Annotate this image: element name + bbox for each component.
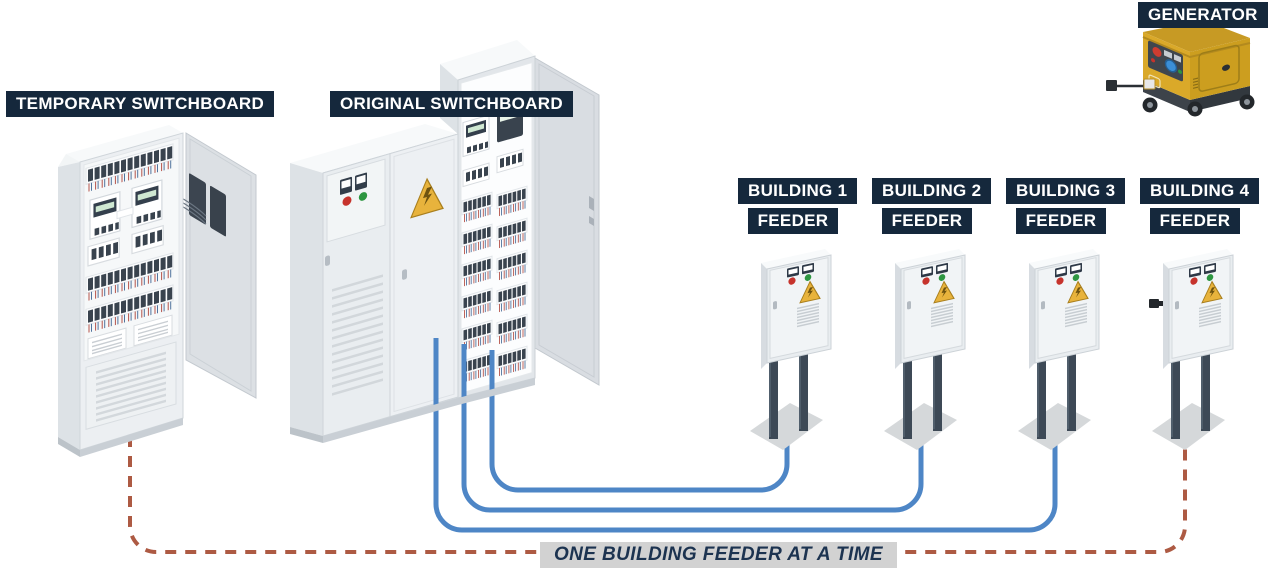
original-switchboard-label: ORIGINAL SWITCHBOARD	[330, 91, 573, 117]
generator-plug	[1106, 80, 1117, 91]
original-switchboard-graphic	[290, 40, 600, 443]
indicator-green	[358, 192, 368, 201]
middle-door-handle	[402, 269, 407, 280]
middle-door	[389, 133, 459, 418]
left-door-handle	[325, 255, 330, 266]
breaker-bay	[460, 61, 533, 394]
generator-control-panel	[1148, 40, 1183, 89]
temporary-switchboard-label: TEMPORARY SWITCHBOARD	[6, 91, 275, 117]
building-4-feeder: BUILDING 4 FEEDER	[1140, 178, 1260, 453]
warning-triangle-icon	[410, 177, 444, 219]
building-feeder-graphic	[1017, 248, 1100, 451]
building-4-feeder-label: FEEDER	[1149, 208, 1241, 234]
indicator-red	[342, 196, 352, 206]
blue-socket	[1164, 59, 1178, 73]
generator-graphic	[1106, 20, 1255, 117]
building-2-label: BUILDING 2	[872, 178, 992, 204]
building-1-feeder-label: FEEDER	[747, 208, 839, 234]
bay-cable-tails	[433, 338, 495, 410]
building-1-feeder: BUILDING 1 FEEDER	[738, 178, 858, 453]
generator-door	[1193, 44, 1240, 92]
door-handle	[589, 196, 594, 211]
wire-original-to-building1	[489, 350, 790, 493]
generator-inlet-connector	[1149, 299, 1163, 308]
wire-temporary-to-building4	[128, 426, 1187, 554]
building-1-label: BUILDING 1	[738, 178, 858, 204]
building-3-label: BUILDING 3	[1006, 178, 1126, 204]
building-4-label: BUILDING 4	[1140, 178, 1260, 204]
door-handle	[1222, 64, 1230, 71]
building-3-feeder-label: FEEDER	[1015, 208, 1107, 234]
building-2-feeder-label: FEEDER	[881, 208, 973, 234]
building-feeder-graphic	[883, 248, 966, 451]
one-feeder-note: ONE BUILDING FEEDER AT A TIME	[540, 542, 897, 568]
wire-original-to-building2	[461, 356, 924, 513]
building-feeder-graphic	[749, 248, 832, 451]
temporary-switchboard-graphic	[58, 125, 257, 457]
red-button	[1152, 47, 1162, 57]
building-3-feeder: BUILDING 3 FEEDER	[1006, 178, 1126, 453]
building-2-feeder: BUILDING 2 FEEDER	[872, 178, 992, 453]
wire-original-to-building3	[433, 362, 1058, 533]
vent-grille	[332, 274, 383, 396]
generator-label: GENERATOR	[1138, 2, 1268, 28]
building-feeder-graphic	[1149, 248, 1234, 451]
